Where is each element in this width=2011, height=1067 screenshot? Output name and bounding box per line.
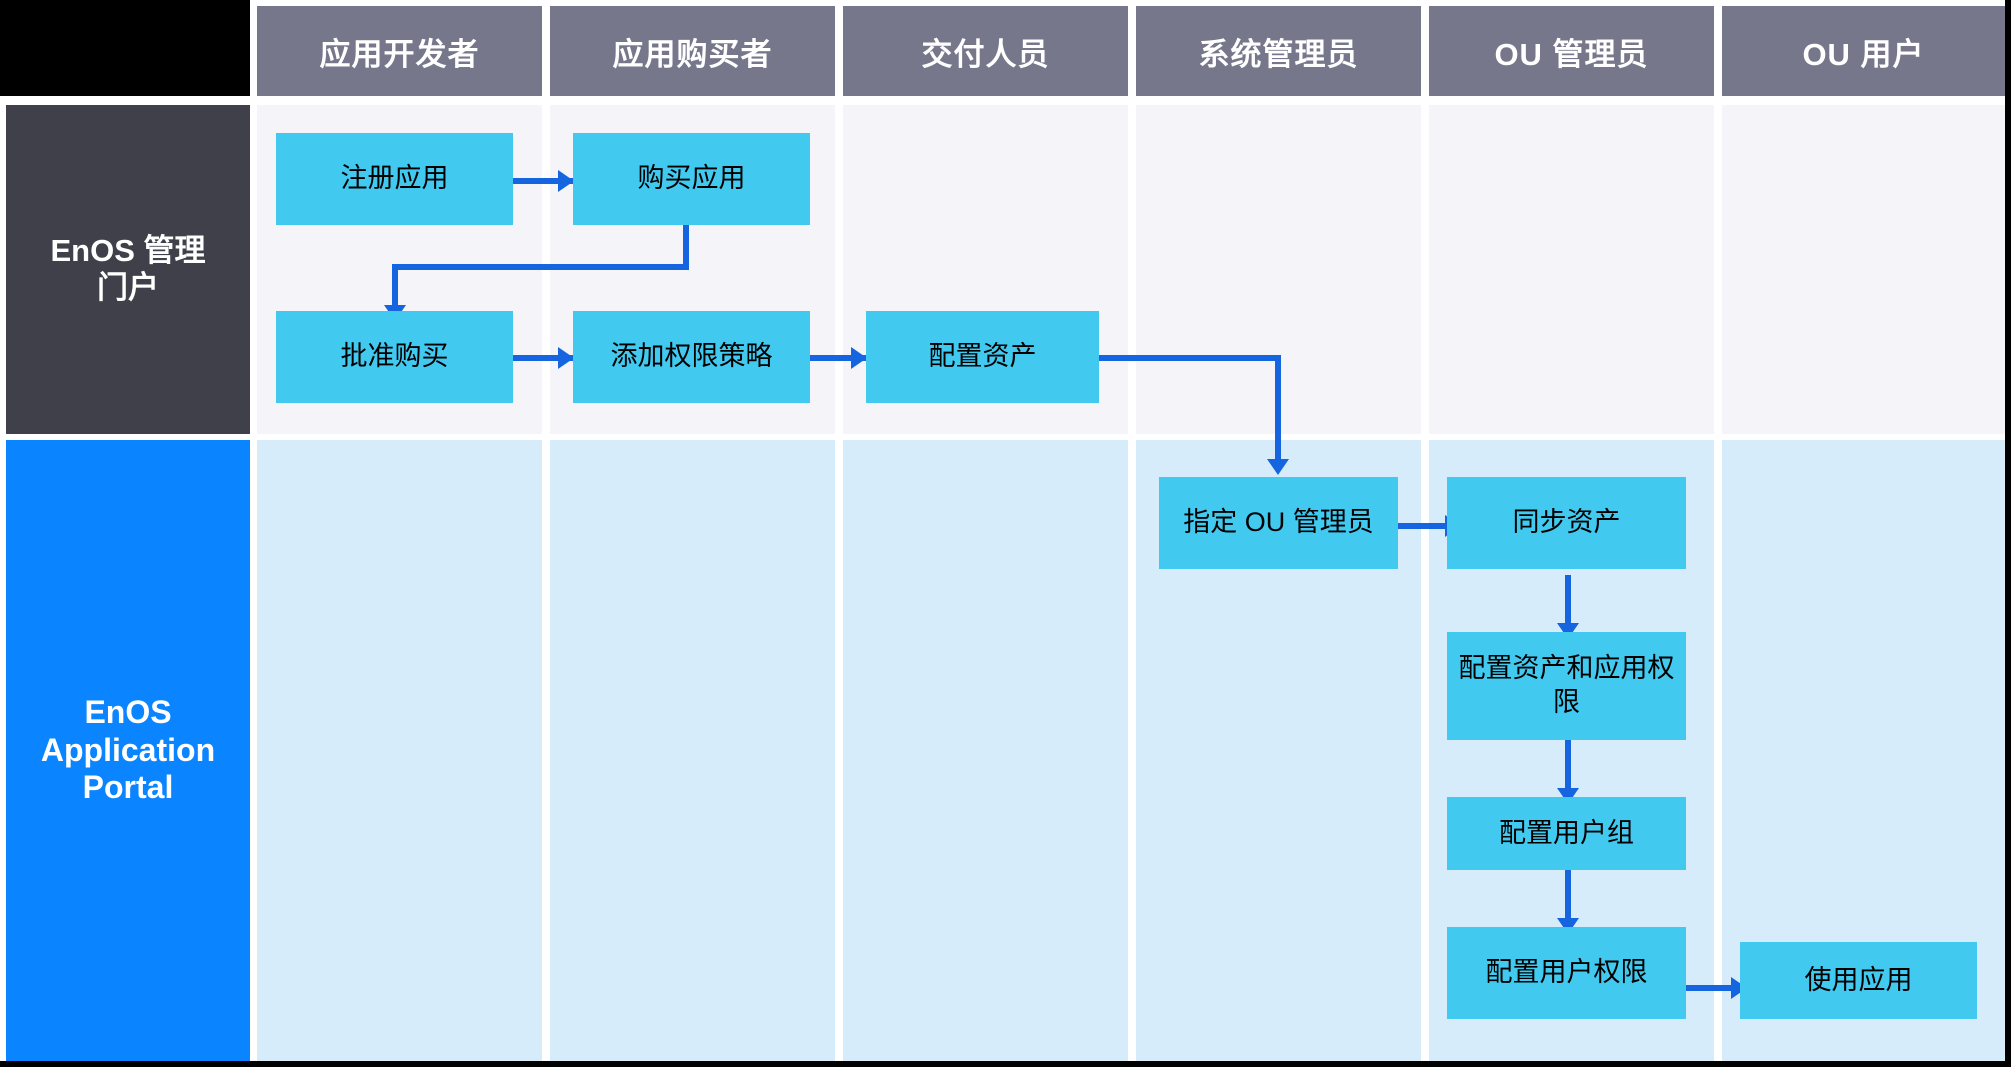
lane-cell-admin-portal-ou-user (1722, 105, 2005, 434)
node-assign-ou-admin[interactable]: 指定 OU 管理员 (1159, 477, 1398, 569)
node-configure-asset[interactable]: 配置资产 (866, 311, 1099, 403)
lane-cell-app-portal-delivery-staff (843, 440, 1128, 1061)
lane-cell-app-portal-app-developer (257, 440, 542, 1061)
edge-register-app-to-purchase-app (513, 178, 573, 184)
lane-label-text: EnOS 管理 门户 (50, 232, 206, 305)
column-header-label: 交付人员 (921, 36, 1050, 72)
lane-label-enos-application-portal: EnOS Application Portal (6, 440, 250, 1061)
edge-add-policy-to-configure-asset (806, 355, 866, 361)
column-header-ou-user: OU 用户 (1722, 6, 2005, 96)
lane-label-enos-admin-portal: EnOS 管理 门户 (6, 105, 250, 434)
column-header-ou-admin: OU 管理员 (1429, 6, 1714, 96)
column-header-app-developer: 应用开发者 (257, 6, 542, 96)
column-header-system-admin: 系统管理员 (1136, 6, 1421, 96)
node-label: 购买应用 (637, 163, 746, 194)
node-config-user-perm[interactable]: 配置用户权限 (1447, 927, 1686, 1019)
corner-cell (0, 0, 250, 96)
edge-configure-asset-to-assign-ou-admin-seg2 (1275, 355, 1281, 466)
column-header-app-purchaser: 应用购买者 (550, 6, 835, 96)
node-label: 配置资产和应用权限 (1458, 653, 1675, 717)
column-header-label: 应用开发者 (319, 36, 480, 72)
lane-label-text: EnOS Application Portal (40, 693, 216, 806)
node-label: 注册应用 (340, 163, 449, 194)
edge-purchase-app-to-approve-purchase-seg3 (392, 264, 398, 312)
node-add-policy[interactable]: 添加权限策略 (573, 311, 810, 403)
column-header-label: OU 管理员 (1494, 36, 1649, 72)
edge-config-asset-app-perm-to-config-user-group (1565, 740, 1571, 795)
node-register-app[interactable]: 注册应用 (276, 133, 513, 225)
node-purchase-app[interactable]: 购买应用 (573, 133, 810, 225)
lane-cell-admin-portal-ou-admin (1429, 105, 1714, 434)
edge-purchase-app-to-approve-purchase-seg2 (392, 264, 689, 270)
node-label: 配置用户组 (1499, 817, 1634, 848)
node-label: 配置用户权限 (1485, 957, 1648, 988)
node-config-asset-app-perm[interactable]: 配置资产和应用权限 (1447, 632, 1686, 740)
node-label: 添加权限策略 (610, 341, 773, 372)
node-label: 配置资产 (928, 341, 1037, 372)
edge-approve-purchase-to-add-policy (513, 355, 573, 361)
arrowhead-add-policy-to-configure-asset (851, 347, 867, 369)
node-label: 指定 OU 管理员 (1183, 507, 1374, 538)
column-header-label: 系统管理员 (1198, 36, 1359, 72)
edge-sync-asset-to-config-asset-app-perm (1565, 575, 1571, 630)
node-label: 批准购买 (340, 341, 449, 372)
lane-cell-app-portal-app-purchaser (550, 440, 835, 1061)
arrowhead-configure-asset-to-assign-ou-admin (1267, 459, 1289, 475)
node-label: 同步资产 (1512, 507, 1621, 538)
column-header-delivery-staff: 交付人员 (843, 6, 1128, 96)
column-header-label: OU 用户 (1802, 36, 1925, 72)
node-sync-asset[interactable]: 同步资产 (1447, 477, 1686, 569)
arrowhead-approve-purchase-to-add-policy (558, 347, 574, 369)
node-config-user-group[interactable]: 配置用户组 (1447, 797, 1686, 870)
edge-config-user-group-to-config-user-perm (1565, 870, 1571, 925)
arrowhead-register-app-to-purchase-app (558, 170, 574, 192)
node-label: 使用应用 (1804, 964, 1913, 995)
edge-purchase-app-to-approve-purchase-seg1 (683, 225, 689, 270)
edge-config-user-perm-to-use-app (1684, 985, 1746, 991)
edge-configure-asset-to-assign-ou-admin-seg1 (1099, 355, 1281, 361)
edge-assign-ou-admin-to-sync-asset (1398, 523, 1460, 529)
column-header-label: 应用购买者 (612, 36, 773, 72)
node-approve-purchase[interactable]: 批准购买 (276, 311, 513, 403)
node-use-app[interactable]: 使用应用 (1740, 942, 1977, 1019)
